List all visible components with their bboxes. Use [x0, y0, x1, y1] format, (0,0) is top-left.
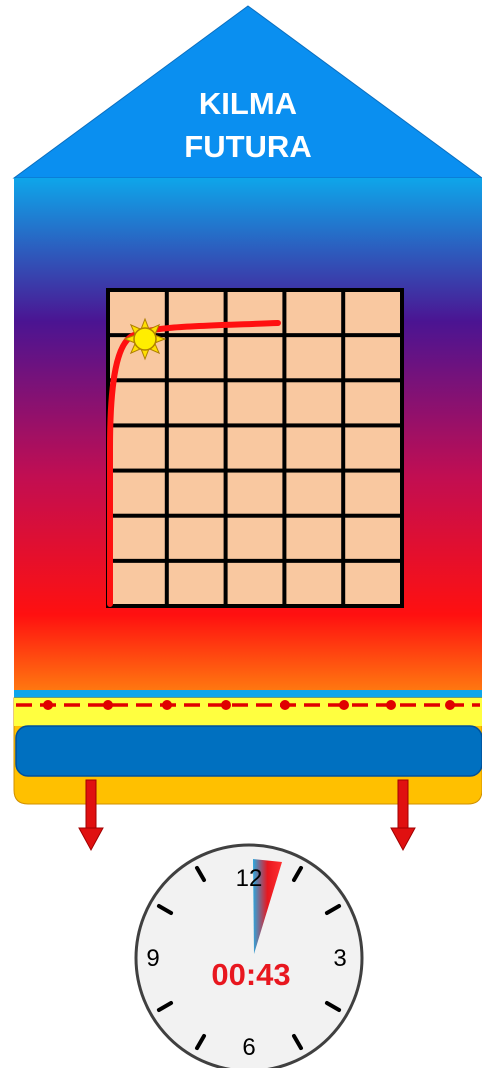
window-pane: [110, 518, 165, 559]
window-pane: [228, 563, 283, 604]
floor-slab: [16, 726, 482, 776]
pipe-dot: [386, 700, 396, 710]
window-pane: [169, 518, 224, 559]
house-title-line2: FUTURA: [184, 129, 311, 164]
clock-number-6: 6: [242, 1034, 255, 1061]
pipe-dot: [339, 700, 349, 710]
window-pane: [110, 382, 165, 423]
pipe-dot: [103, 700, 113, 710]
window-pane: [286, 382, 341, 423]
window-pane: [345, 292, 400, 333]
window-pane: [169, 563, 224, 604]
sun-icon: [125, 319, 165, 359]
clock-number-12: 12: [236, 865, 263, 892]
window-pane: [345, 427, 400, 468]
clock: 12 3 6 9 00:43: [136, 845, 362, 1068]
window-pane: [286, 518, 341, 559]
pipe-dot: [43, 700, 53, 710]
window-pane: [286, 473, 341, 514]
pipe-dot: [280, 700, 290, 710]
floor-top-strip: [14, 690, 482, 698]
window-pane: [110, 473, 165, 514]
window-pane: [345, 518, 400, 559]
clock-time: 00:43: [211, 957, 290, 992]
window-pane: [286, 563, 341, 604]
window-pane: [345, 563, 400, 604]
pipe-dot: [445, 700, 455, 710]
house-title-line1: KILMA: [199, 86, 297, 121]
clock-number-9: 9: [146, 945, 159, 972]
window-pane: [345, 382, 400, 423]
window-pane: [345, 337, 400, 378]
window-pane: [228, 337, 283, 378]
window-pane: [110, 427, 165, 468]
pipe-dot: [221, 700, 231, 710]
window-pane: [169, 382, 224, 423]
window-pane: [345, 473, 400, 514]
window-pane: [169, 337, 224, 378]
window-pane: [286, 337, 341, 378]
clock-number-3: 3: [333, 945, 346, 972]
window-pane: [110, 563, 165, 604]
window-pane: [286, 427, 341, 468]
window-pane: [286, 292, 341, 333]
window-pane: [169, 427, 224, 468]
floor-heating-layer: [14, 698, 482, 726]
pipe-dot: [162, 700, 172, 710]
window-pane: [228, 382, 283, 423]
window-pane: [228, 427, 283, 468]
window-pane: [228, 518, 283, 559]
window-pane: [169, 473, 224, 514]
window-pane: [228, 473, 283, 514]
